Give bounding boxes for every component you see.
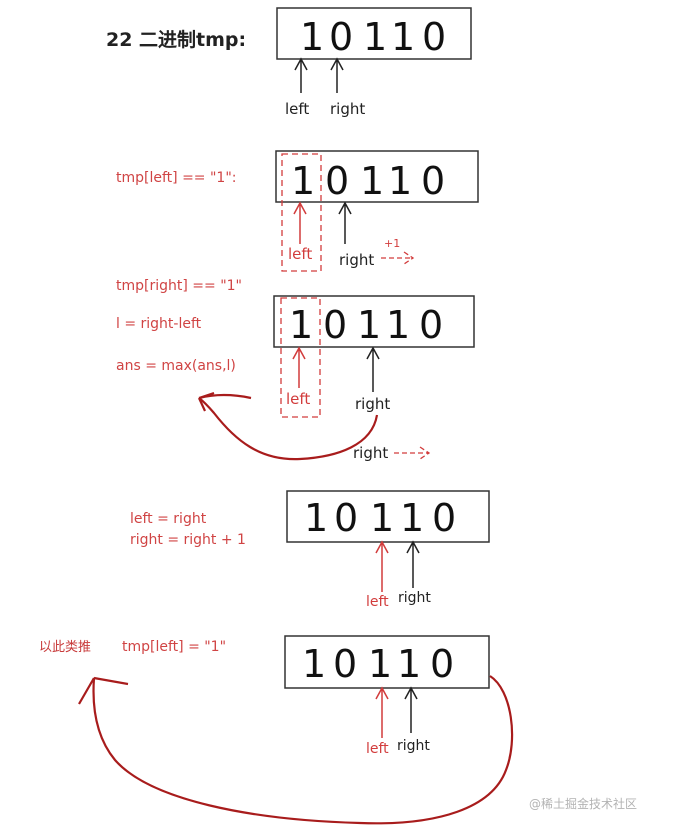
frame-2-right-arrow xyxy=(338,201,352,244)
frame-4-note-1: left = right xyxy=(130,511,207,527)
frame-2-left-arrow xyxy=(293,201,307,244)
frame-2-left-label: left xyxy=(288,245,312,263)
frame-2-note: tmp[left] == "1": xyxy=(116,170,236,186)
frame-3-left-arrow xyxy=(292,346,306,388)
frame-5-right-arrow xyxy=(404,686,418,733)
frame-4-right-label: right xyxy=(398,590,431,606)
frame-5-digit-2: 0 xyxy=(333,642,357,686)
frame-3-note-1: tmp[right] == "1" xyxy=(116,278,242,294)
frame-3-note-2: l = right-left xyxy=(116,316,202,332)
frame-5-right-label: right xyxy=(397,738,430,754)
frame-2-digit-3: 1 xyxy=(360,159,384,203)
frame-2-left-highlight xyxy=(281,153,322,272)
frame-5-digit-5: 0 xyxy=(430,642,454,686)
frame-5-note-cn: 以此类推 xyxy=(39,640,91,655)
frame-2-move-arrow xyxy=(381,251,415,265)
frame-3: tmp[right] == "1" l = right-left ans = m… xyxy=(116,278,475,462)
frame-4-digit-1: 1 xyxy=(304,496,328,540)
frame-2-digit-5: 0 xyxy=(421,159,445,203)
frame-3-digit-5: 0 xyxy=(419,303,443,347)
frame-1-digit-5: 0 xyxy=(422,15,446,59)
frame-4: left = right right = right + 1 1 0 1 1 0… xyxy=(130,490,490,610)
frame-5-array-box xyxy=(284,635,490,689)
frame-2-digit-4: 1 xyxy=(388,159,412,203)
frame-3-digit-1: 1 xyxy=(289,303,313,347)
watermark: @稀土掘金技术社区 xyxy=(529,796,637,811)
frame-3-left-label: left xyxy=(286,390,310,408)
frame-1-right-arrow xyxy=(330,57,344,93)
frame-2: tmp[left] == "1": 1 0 1 1 0 left right +… xyxy=(116,150,479,272)
frame-5: 以此类推 tmp[left] = "1" 1 0 1 1 0 left righ… xyxy=(39,635,514,825)
frame-1-digit-3: 1 xyxy=(363,15,387,59)
frame-3-loop-back-curve xyxy=(198,397,379,461)
frame-5-left-arrow xyxy=(375,686,389,738)
frame-3-digit-4: 1 xyxy=(386,303,410,347)
frame-5-left-label: left xyxy=(366,741,389,757)
frame-3-digit-3: 1 xyxy=(357,303,381,347)
frame-4-right-arrow xyxy=(406,540,420,588)
frame-3-loop-back-arrowhead xyxy=(198,391,252,412)
frame-4-left-arrow xyxy=(375,540,389,592)
frame-1-right-label: right xyxy=(330,100,365,118)
frame-4-digit-5: 0 xyxy=(432,496,456,540)
frame-3-array-box xyxy=(273,295,475,348)
frame-1-left-label: left xyxy=(285,100,309,118)
frame-1-digit-1: 1 xyxy=(300,15,324,59)
frame-5-loop-arrowhead xyxy=(78,676,129,705)
frame-2-plus-one: +1 xyxy=(384,237,400,250)
frame-4-left-label: left xyxy=(366,594,389,610)
frame-1-title: 22 二进制tmp: xyxy=(106,28,246,51)
frame-5-digit-1: 1 xyxy=(302,642,326,686)
frame-3-digit-2: 0 xyxy=(323,303,347,347)
frame-1: 22 二进制tmp: 1 0 1 1 0 left right xyxy=(106,7,472,118)
frame-1-array-box xyxy=(276,7,472,60)
frame-1-left-arrow xyxy=(294,57,308,93)
frame-5-digit-4: 1 xyxy=(397,642,421,686)
frame-4-digit-2: 0 xyxy=(334,496,358,540)
frame-4-note-2: right = right + 1 xyxy=(130,532,246,548)
frame-2-digit-1: 1 xyxy=(291,159,315,203)
frame-5-loop-curve xyxy=(92,675,514,825)
frame-2-right-label: right xyxy=(339,251,374,269)
frame-3-right-arrow xyxy=(366,346,380,392)
frame-2-array-box xyxy=(275,150,479,203)
frame-1-digit-2: 0 xyxy=(329,15,353,59)
frame-2-digit-2: 0 xyxy=(325,159,349,203)
frame-4-digit-4: 1 xyxy=(400,496,424,540)
frame-3-move-arrow xyxy=(394,446,431,460)
frame-5-digit-3: 1 xyxy=(368,642,392,686)
frame-5-note: tmp[left] = "1" xyxy=(122,639,226,655)
frame-3-note-3: ans = max(ans,l) xyxy=(116,358,236,374)
frame-4-array-box xyxy=(286,490,490,543)
frame-1-digit-4: 1 xyxy=(391,15,415,59)
frame-3-right-label-2: right xyxy=(353,444,388,462)
frame-4-digit-3: 1 xyxy=(370,496,394,540)
frame-3-right-label: right xyxy=(355,395,390,413)
